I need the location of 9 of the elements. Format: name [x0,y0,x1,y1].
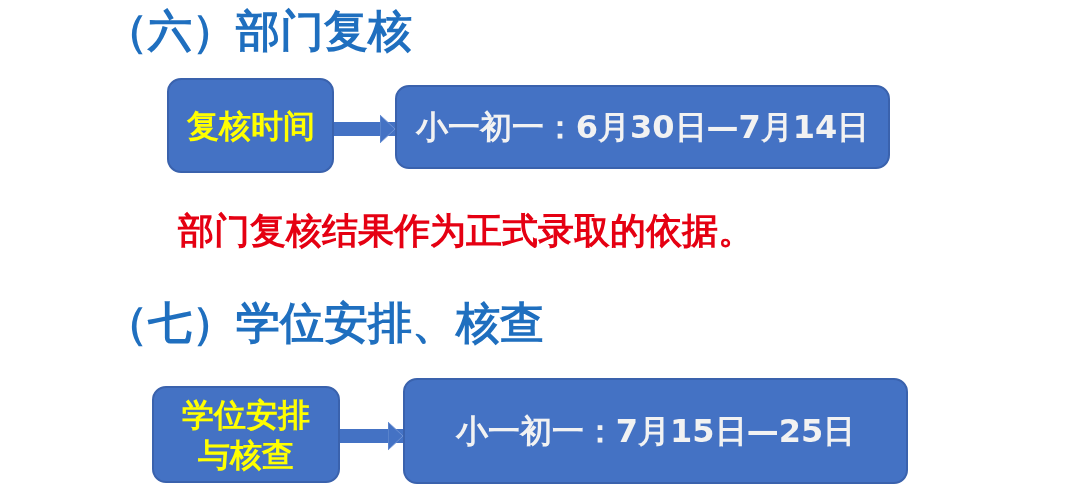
step-box: 学位安排与核查 [152,386,340,483]
section-heading: （七）学位安排、核查 [104,298,544,349]
date-box: 小一初一：7月15日—25日 [403,378,908,484]
date-box: 小一初一：6月30日—7月14日 [395,85,890,169]
arrow [334,114,396,144]
note-text: 部门复核结果作为正式录取的依据。 [178,210,754,252]
section-heading: （六）部门复核 [104,6,412,57]
arrow [340,421,404,451]
step-box: 复核时间 [167,78,334,173]
